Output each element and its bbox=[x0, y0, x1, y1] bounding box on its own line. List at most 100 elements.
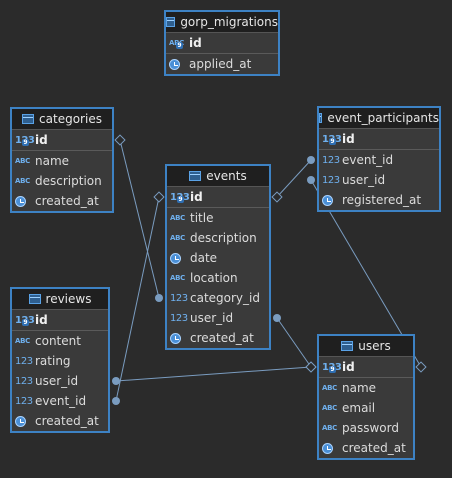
table-header[interactable]: gorp_migrations bbox=[166, 12, 278, 33]
table-reviews[interactable]: reviews 1239idABCcontent123rating123user_… bbox=[10, 287, 110, 433]
table-name: categories bbox=[39, 112, 102, 126]
column-name: user_id bbox=[190, 311, 234, 325]
column-row[interactable]: date bbox=[167, 248, 269, 268]
text-type-icon: ABC bbox=[322, 384, 337, 392]
relationship-dot-end bbox=[273, 314, 281, 322]
column-name: category_id bbox=[190, 291, 260, 305]
text-type-icon: ABC bbox=[15, 177, 30, 185]
column-name: description bbox=[35, 174, 102, 188]
key-icon: 9 bbox=[176, 42, 183, 49]
column-row[interactable]: ABC name bbox=[319, 378, 413, 398]
column-name: id bbox=[35, 313, 48, 327]
table-header[interactable]: users bbox=[319, 336, 413, 357]
key-icon: 9 bbox=[329, 366, 336, 373]
column-row[interactable]: ABC location bbox=[167, 268, 269, 288]
key-icon: 9 bbox=[22, 139, 29, 146]
relationship-line[interactable] bbox=[115, 366, 312, 382]
column-row[interactable]: created_at bbox=[319, 438, 413, 458]
column-name: id bbox=[342, 132, 355, 146]
column-name: email bbox=[342, 401, 376, 415]
number-type-icon: 123 bbox=[15, 395, 33, 407]
table-header[interactable]: event_participants bbox=[319, 108, 439, 129]
column-name: id bbox=[35, 133, 48, 147]
table-header[interactable]: categories bbox=[12, 109, 112, 130]
table-name: gorp_migrations bbox=[180, 15, 278, 29]
primary-key-column[interactable]: 1239id bbox=[167, 187, 269, 207]
relationship-line[interactable] bbox=[276, 159, 312, 198]
primary-key-column[interactable]: 1239id bbox=[12, 130, 112, 150]
column-row[interactable]: created_at bbox=[12, 191, 112, 211]
primary-key-column[interactable]: 1239id bbox=[319, 129, 439, 149]
column-name: password bbox=[342, 421, 399, 435]
clock-icon bbox=[170, 252, 186, 264]
relationship-diamond-end bbox=[153, 191, 165, 203]
text-type-icon: ABC9 bbox=[169, 37, 185, 49]
relationship-line[interactable] bbox=[276, 317, 312, 368]
table-gorp-migrations[interactable]: gorp_migrationsABC9 id applied_at bbox=[164, 10, 280, 76]
text-type-icon: ABC bbox=[170, 274, 185, 282]
relationship-line[interactable] bbox=[119, 139, 160, 299]
primary-key-column[interactable]: ABC9 id bbox=[166, 33, 278, 53]
number-type-icon: 123 bbox=[15, 355, 33, 367]
column-row[interactable]: ABC name bbox=[12, 151, 112, 171]
column-row[interactable]: applied_at bbox=[166, 54, 278, 74]
primary-key-section: 1239id bbox=[319, 357, 413, 378]
primary-key-section: 1239id bbox=[12, 130, 112, 151]
column-name: id bbox=[189, 36, 202, 50]
column-name: name bbox=[342, 381, 377, 395]
column-name: location bbox=[190, 271, 238, 285]
table-icon bbox=[319, 113, 323, 123]
column-name: id bbox=[342, 360, 355, 374]
clock-icon bbox=[169, 58, 185, 70]
column-name: created_at bbox=[342, 441, 406, 455]
relationship-dot-end bbox=[155, 294, 163, 302]
table-events[interactable]: events1239idABCtitleABCdescriptiondateAB… bbox=[165, 164, 271, 350]
relationship-dot-end bbox=[112, 397, 120, 405]
primary-key-column[interactable]: 1239id bbox=[319, 357, 413, 377]
column-row[interactable]: created_at bbox=[167, 328, 269, 348]
table-event-participants[interactable]: event_participants1239id123event_id123us… bbox=[317, 106, 441, 212]
table-categories[interactable]: categories1239idABCnameABCdescriptioncre… bbox=[10, 107, 114, 213]
clock-icon bbox=[170, 332, 186, 344]
column-name: user_id bbox=[342, 173, 386, 187]
table-name: event_participants bbox=[327, 111, 439, 125]
text-type-icon: ABC bbox=[15, 157, 30, 165]
primary-key-column[interactable]: 1239id bbox=[12, 310, 108, 330]
clock-icon bbox=[15, 415, 31, 427]
number-type-icon: 123 bbox=[322, 174, 340, 186]
relationship-line[interactable] bbox=[115, 196, 160, 402]
table-icon bbox=[189, 171, 202, 181]
column-row[interactable]: created_at bbox=[12, 411, 108, 431]
table-name: reviews bbox=[45, 292, 92, 306]
column-name: name bbox=[35, 154, 70, 168]
clock-icon bbox=[322, 442, 338, 454]
table-header[interactable]: reviews bbox=[12, 289, 108, 310]
table-users[interactable]: users1239idABCnameABCemailABCpasswordcre… bbox=[317, 334, 415, 460]
column-name: id bbox=[190, 190, 203, 204]
column-name: description bbox=[190, 231, 257, 245]
number-type-icon: 1239 bbox=[170, 191, 190, 203]
primary-key-section: 1239id bbox=[319, 129, 439, 150]
key-icon: 9 bbox=[177, 196, 184, 203]
column-row[interactable]: registered_at bbox=[319, 190, 439, 210]
relationship-dot-end bbox=[307, 156, 315, 164]
number-type-icon: 123 bbox=[322, 154, 340, 166]
column-row[interactable]: ABC description bbox=[12, 171, 112, 191]
table-header[interactable]: events bbox=[167, 166, 269, 187]
number-type-icon: 1239 bbox=[322, 361, 342, 373]
